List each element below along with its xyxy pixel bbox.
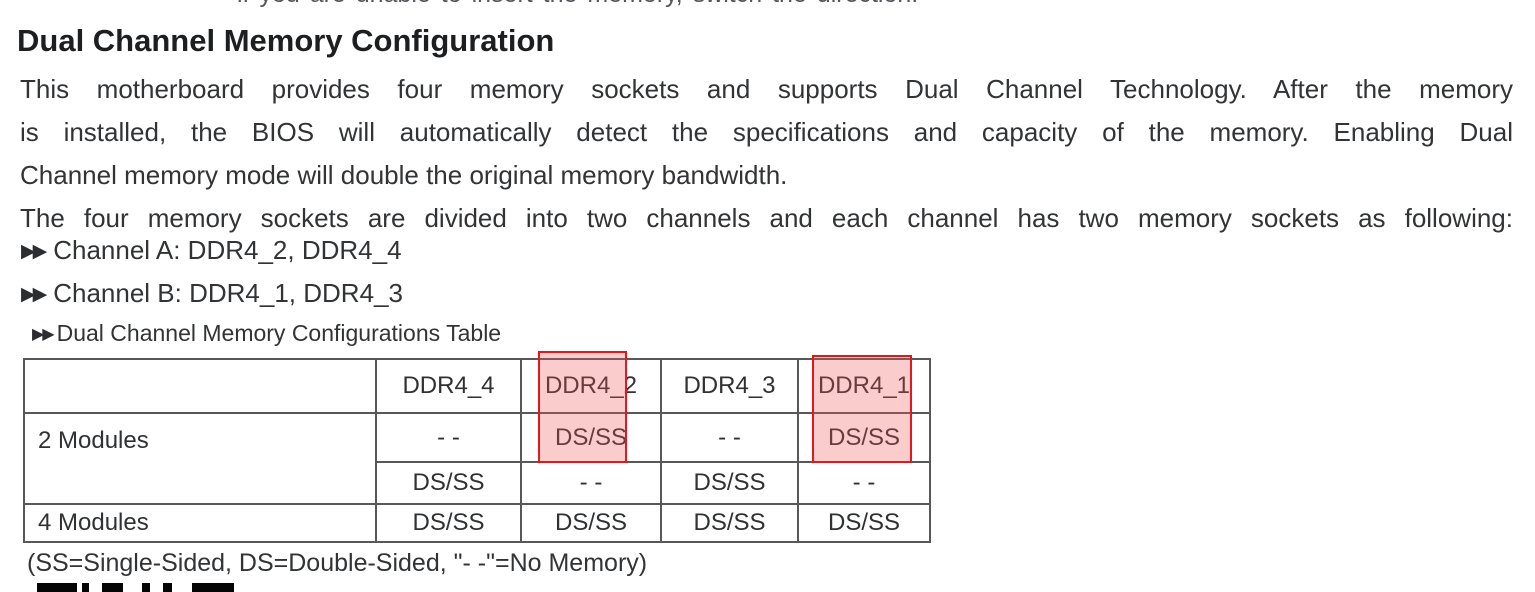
intro-paragraph: This motherboard provides four memory so… (20, 68, 1513, 240)
col-header-ddr4-1: DDR4_1 (797, 358, 931, 414)
memory-config-table: DDR4_4 DDR4_2 DDR4_3 DDR4_1 2 Modules - … (23, 358, 931, 543)
table-caption: ▶▶Dual Channel Memory Configurations Tab… (32, 318, 501, 352)
cropped-figure-bar (37, 583, 77, 592)
row-label-4-modules: 4 Modules (23, 503, 377, 543)
cell: DS/SS (797, 503, 931, 543)
paragraph-line: The four memory sockets are divided into… (20, 203, 1513, 233)
cropped-figure-bar (102, 583, 123, 592)
section-title: Dual Channel Memory Configuration (17, 23, 555, 58)
double-arrow-icon: ▶▶ (32, 326, 55, 343)
col-header-ddr4-4: DDR4_4 (375, 358, 522, 414)
cell: - - (797, 461, 931, 505)
cropped-figure-bar (142, 583, 150, 592)
cell: - - (375, 412, 522, 463)
double-arrow-icon: ▶▶ (21, 241, 47, 262)
col-header-ddr4-2: DDR4_2 (520, 358, 662, 414)
channel-a-item: ▶▶ Channel A: DDR4_2, DDR4_4 (21, 233, 402, 271)
table-row-4modules: 4 Modules DS/SS DS/SS DS/SS DS/SS (23, 503, 931, 543)
table-header-row: DDR4_4 DDR4_2 DDR4_3 DDR4_1 (23, 358, 931, 414)
cell: - - (520, 461, 662, 505)
cell: - - (660, 412, 799, 463)
clipped-previous-line-text: if you are unable to insert the memory, … (237, 0, 1037, 9)
cell: DS/SS (375, 503, 522, 543)
table-footnote: (SS=Single-Sided, DS=Double-Sided, "- -"… (27, 549, 648, 577)
cropped-figure-bar (82, 583, 89, 592)
paragraph-line: Channel memory mode will double the orig… (20, 160, 788, 190)
cell: DS/SS (375, 461, 522, 505)
row-label-2-modules: 2 Modules (23, 412, 377, 505)
double-arrow-icon: ▶▶ (21, 284, 47, 305)
cell: DS/SS (660, 461, 799, 505)
corner-cell (23, 358, 377, 414)
cropped-figure-bar (163, 583, 172, 592)
channel-b-label: Channel B: DDR4_1, DDR4_3 (53, 278, 403, 308)
cell: DS/SS (660, 503, 799, 543)
cell: DS/SS (520, 503, 662, 543)
clipped-previous-line: if you are unable to insert the memory, … (237, 0, 1037, 9)
cell: DS/SS (520, 412, 662, 463)
cropped-figure-bar (192, 583, 234, 592)
cell: DS/SS (797, 412, 931, 463)
table-caption-text: Dual Channel Memory Configurations Table (56, 320, 502, 346)
channel-a-label: Channel A: DDR4_2, DDR4_4 (53, 235, 402, 265)
paragraph-line: This motherboard provides four memory so… (20, 74, 1513, 104)
col-header-ddr4-3: DDR4_3 (660, 358, 799, 414)
memory-config-table-wrapper: DDR4_4 DDR4_2 DDR4_3 DDR4_1 2 Modules - … (23, 351, 931, 543)
table-row-2modules-a: 2 Modules - - DS/SS - - DS/SS (23, 412, 931, 505)
paragraph-line: is installed, the BIOS will automaticall… (20, 117, 1513, 147)
channel-b-item: ▶▶ Channel B: DDR4_1, DDR4_3 (21, 276, 403, 314)
table-row-2modules-b: DS/SS - - DS/SS - - (24, 461, 931, 505)
